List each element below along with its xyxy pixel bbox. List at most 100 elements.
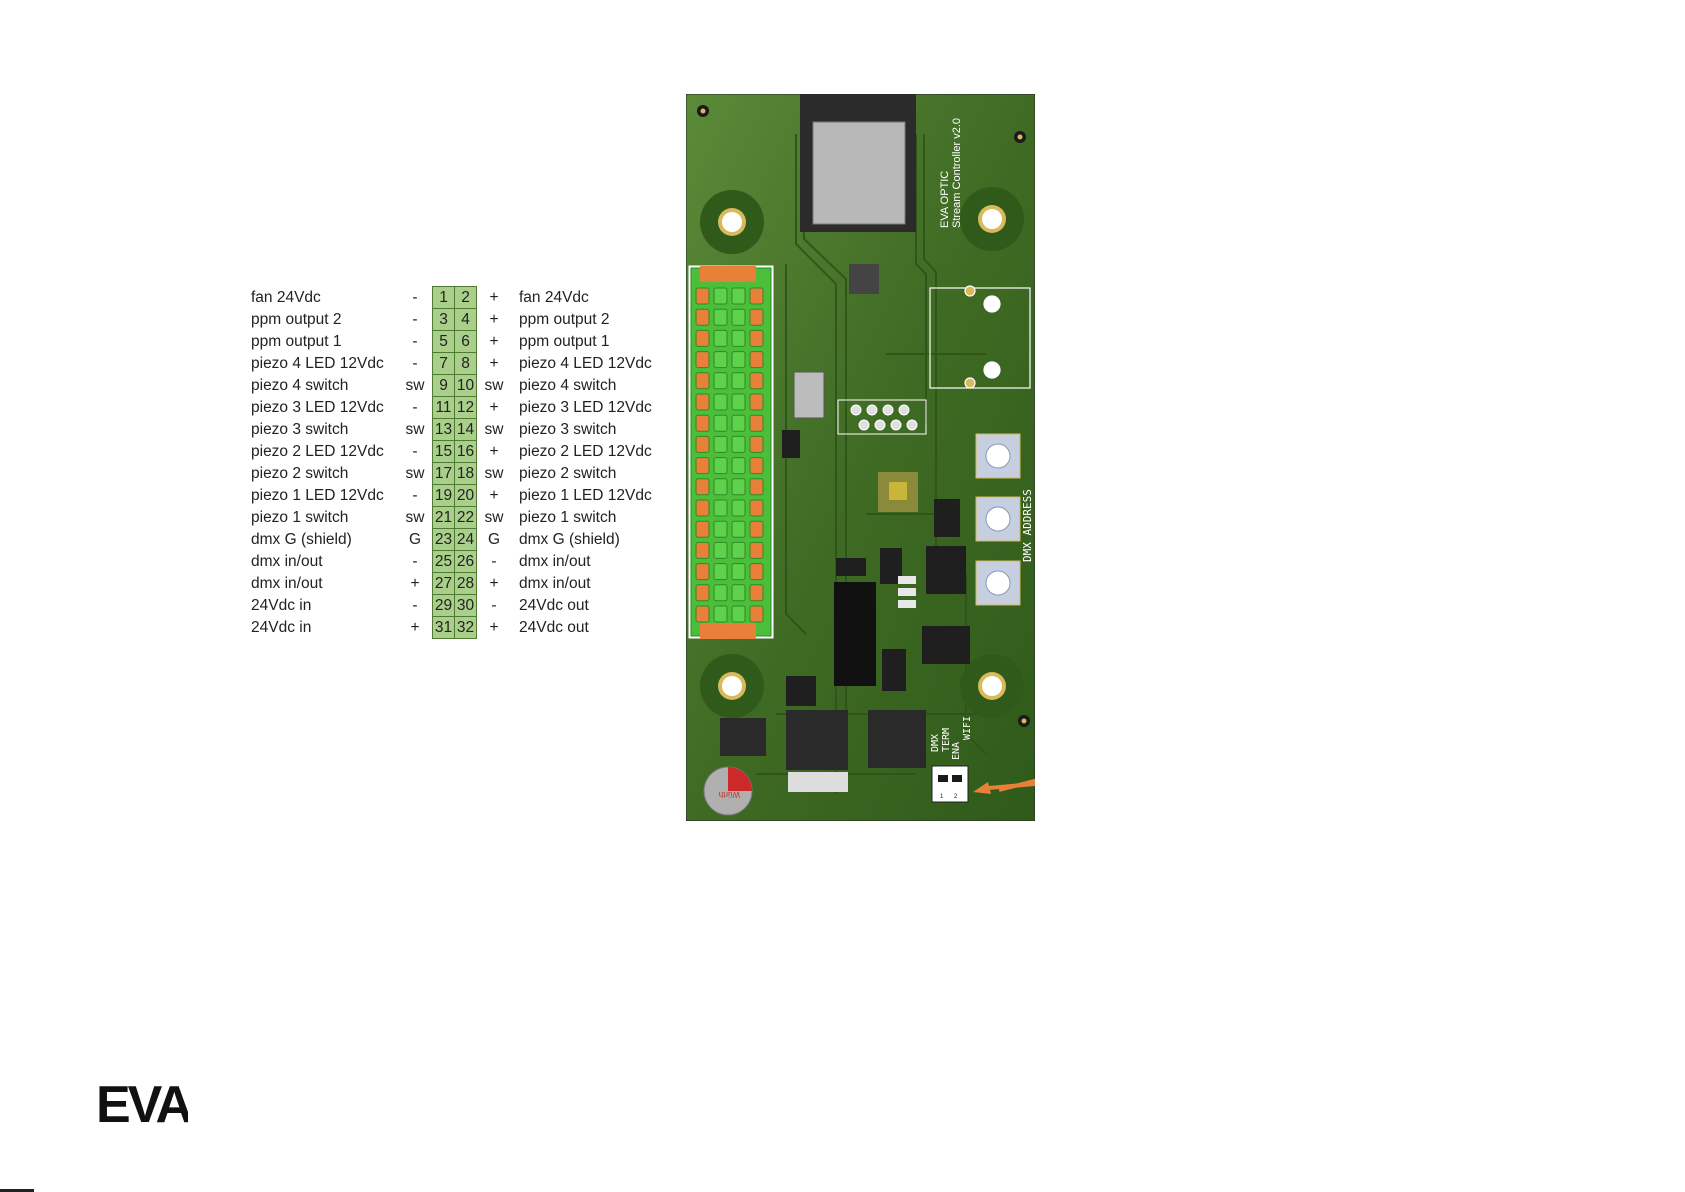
terminal-pin — [731, 541, 746, 559]
terminal-pin — [713, 541, 728, 559]
terminal-pin — [695, 414, 710, 432]
terminal-pin — [695, 457, 710, 475]
left-label: dmx in/out — [251, 575, 323, 592]
dip-label-ena: ENA — [951, 742, 962, 760]
left-polarity: sw — [405, 509, 425, 526]
electrolytic-capacitor: Würth — [703, 766, 753, 816]
dip-number-1: 1 — [940, 794, 944, 800]
right-pin-number: 6 — [454, 330, 477, 353]
terminal-pin — [713, 584, 728, 602]
terminal-pin — [695, 605, 710, 623]
left-polarity: G — [408, 531, 422, 548]
left-label: ppm output 1 — [251, 333, 342, 350]
wifi-module — [800, 94, 916, 232]
right-pin-number: 14 — [454, 418, 477, 441]
terminal-pin — [713, 393, 728, 411]
terminal-pin — [713, 329, 728, 347]
terminal-pin — [731, 457, 746, 475]
left-label: piezo 3 LED 12Vdc — [251, 399, 384, 416]
dip-label-term: TERM — [941, 728, 952, 752]
dip-switch-pointer-arrow — [973, 778, 1035, 794]
right-polarity: sw — [484, 421, 504, 438]
terminal-pin — [749, 563, 764, 581]
right-label: piezo 4 switch — [519, 377, 617, 394]
terminal-pin — [695, 520, 710, 538]
left-label: piezo 1 LED 12Vdc — [251, 487, 384, 504]
dmx-connector-footprint — [929, 285, 1031, 389]
right-polarity: sw — [484, 377, 504, 394]
right-polarity: + — [489, 333, 499, 350]
left-label: fan 24Vdc — [251, 289, 321, 306]
terminal-pin — [731, 372, 746, 390]
right-pin-number: 26 — [454, 550, 477, 573]
terminal-pin — [749, 372, 764, 390]
left-polarity: + — [410, 619, 420, 636]
dip-label-dmx: DMX — [930, 734, 941, 752]
left-polarity: sw — [405, 421, 425, 438]
terminal-pin — [749, 393, 764, 411]
dmx-address-rotary-switches — [975, 433, 1021, 606]
terminal-pin — [731, 351, 746, 369]
left-pin-number: 23 — [432, 528, 455, 551]
terminal-block-connector — [688, 265, 774, 639]
terminal-pin — [695, 435, 710, 453]
right-label: 24Vdc out — [519, 619, 589, 636]
right-label: ppm output 2 — [519, 311, 610, 328]
terminal-pin — [749, 584, 764, 602]
left-polarity: - — [412, 355, 418, 372]
terminal-pin — [749, 541, 764, 559]
dip-label-wifi: WIFI — [962, 716, 973, 740]
left-label: piezo 3 switch — [251, 421, 349, 438]
terminal-pin — [695, 372, 710, 390]
terminal-pin — [749, 351, 764, 369]
left-pin-number: 13 — [432, 418, 455, 441]
right-pin-number: 10 — [454, 374, 477, 397]
terminal-pin — [731, 329, 746, 347]
pcb-title-line1: EVA OPTIC — [939, 171, 951, 228]
right-label: piezo 1 switch — [519, 509, 617, 526]
terminal-pin — [731, 308, 746, 326]
right-polarity: + — [489, 355, 499, 372]
right-label: piezo 2 switch — [519, 465, 617, 482]
right-polarity: G — [487, 531, 501, 548]
left-pin-number: 21 — [432, 506, 455, 529]
right-polarity: + — [489, 487, 499, 504]
dip-switch: 1 2 — [931, 765, 969, 803]
left-label: piezo 4 switch — [251, 377, 349, 394]
left-pin-number: 5 — [432, 330, 455, 353]
right-pin-number: 30 — [454, 594, 477, 617]
left-label: dmx G (shield) — [251, 531, 352, 548]
terminal-pin — [713, 287, 728, 305]
terminal-pin — [731, 414, 746, 432]
left-pin-number: 11 — [432, 396, 455, 419]
right-label: piezo 4 LED 12Vdc — [519, 355, 652, 372]
right-pin-number: 22 — [454, 506, 477, 529]
dip-number-2: 2 — [954, 794, 958, 800]
right-polarity: - — [491, 553, 497, 570]
footer-rule — [0, 1189, 34, 1192]
left-polarity: + — [410, 575, 420, 592]
terminal-pin — [731, 520, 746, 538]
right-pin-number: 24 — [454, 528, 477, 551]
left-label: 24Vdc in — [251, 597, 312, 614]
terminal-pin — [695, 478, 710, 496]
left-pin-number: 7 — [432, 352, 455, 375]
terminal-pin — [713, 457, 728, 475]
right-polarity: + — [489, 399, 499, 416]
terminal-pin — [713, 499, 728, 517]
terminal-pin — [749, 457, 764, 475]
terminal-pin — [695, 329, 710, 347]
terminal-pin — [749, 478, 764, 496]
capacitor-brand-text: Würth — [719, 790, 740, 799]
terminal-pin — [713, 478, 728, 496]
eva-logo: EVA — [96, 1080, 188, 1128]
left-label: dmx in/out — [251, 553, 323, 570]
